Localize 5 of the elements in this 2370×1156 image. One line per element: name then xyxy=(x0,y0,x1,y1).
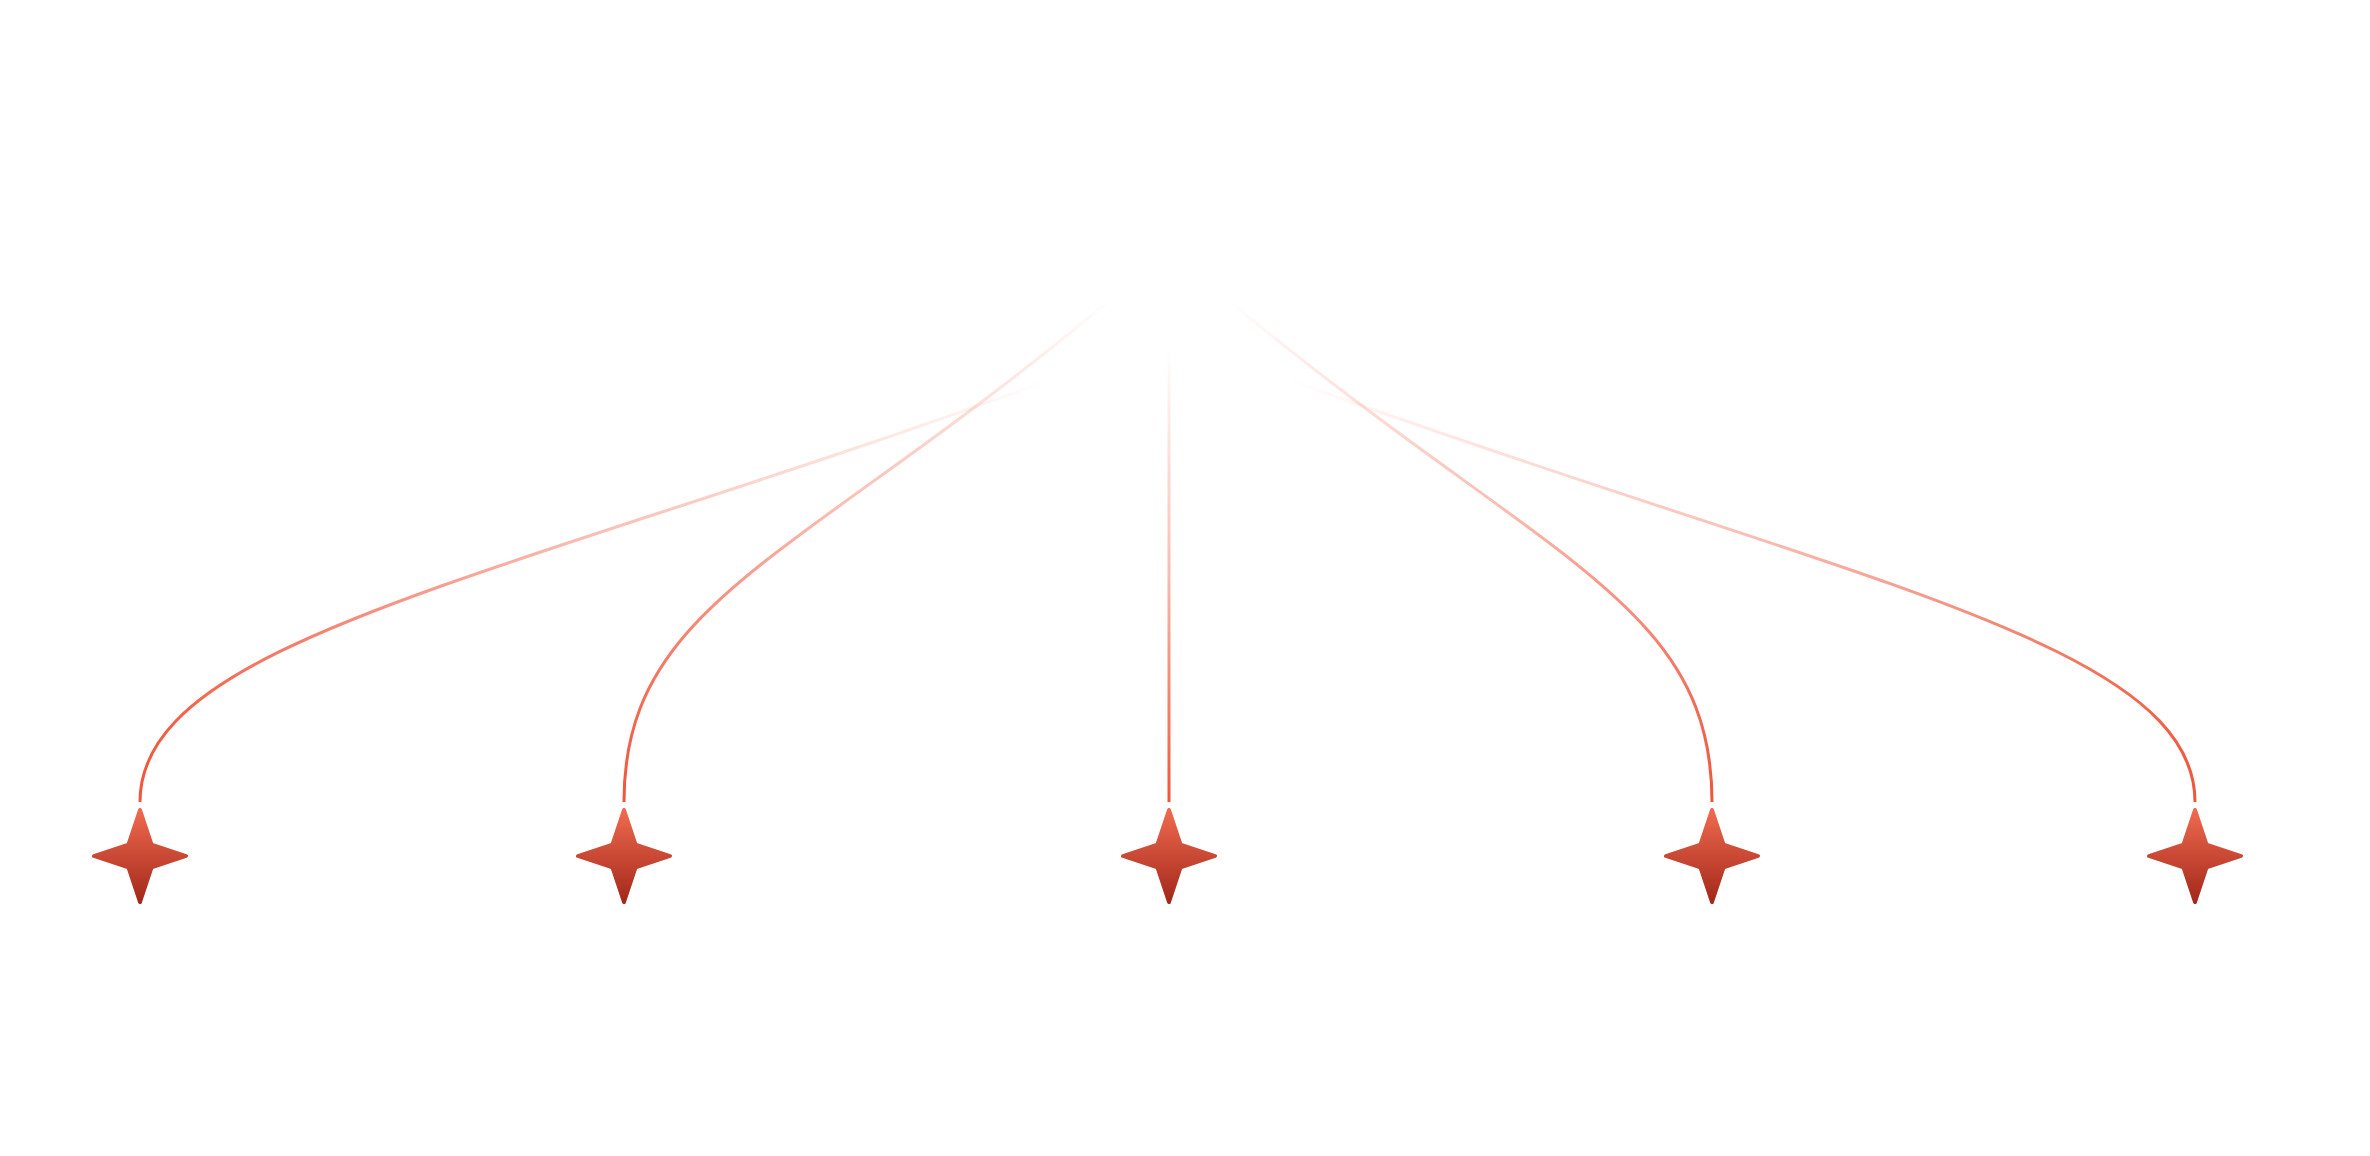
star-shape xyxy=(1664,808,1760,904)
star-shape xyxy=(576,808,672,904)
star-shape xyxy=(1121,808,1217,904)
star-shape xyxy=(2147,808,2243,904)
star-shape xyxy=(92,808,188,904)
